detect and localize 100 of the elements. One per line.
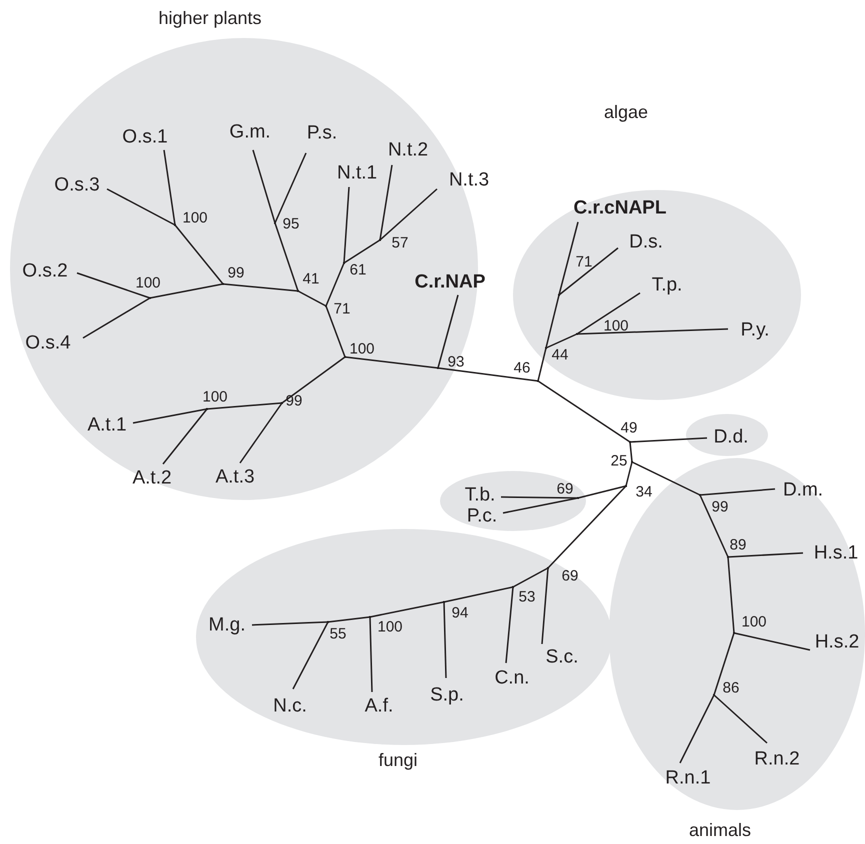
tree-branch — [578, 485, 626, 499]
taxon-label: A.t.1 — [87, 416, 127, 434]
taxon-label: A.t.3 — [215, 468, 255, 486]
bootstrap-value: 86 — [722, 680, 740, 696]
clade-label: algae — [604, 103, 648, 121]
taxon-label: P.s. — [306, 124, 338, 142]
taxon-label: D.s. — [629, 232, 663, 252]
bootstrap-value: 100 — [741, 614, 767, 630]
tree-branch — [222, 283, 298, 292]
bootstrap-value: 49 — [620, 420, 638, 436]
tree-branch — [679, 694, 715, 764]
tree-branch — [547, 485, 627, 569]
bootstrap-value: 71 — [576, 254, 592, 270]
bootstrap-value: 71 — [334, 302, 350, 316]
bootstrap-value: 100 — [377, 620, 403, 634]
taxon-label: N.t.2 — [388, 140, 428, 160]
bootstrap-value: 95 — [282, 216, 300, 232]
bootstrap-value: 100 — [603, 318, 629, 334]
bootstrap-value: 100 — [182, 210, 208, 226]
tree-branch — [558, 247, 618, 296]
tree-branch — [546, 333, 578, 349]
tree-branch — [82, 297, 150, 339]
tree-branch — [174, 224, 224, 284]
bootstrap-value: 44 — [552, 348, 568, 362]
tree-branch — [537, 348, 547, 382]
taxon-label: H.s.1 — [814, 544, 858, 562]
taxon-label: N.t.1 — [336, 164, 378, 182]
bootstrap-value: 25 — [610, 454, 628, 468]
tree-branch — [76, 272, 150, 299]
bootstrap-value: 99 — [286, 394, 302, 408]
tree-branch — [700, 488, 776, 496]
tree-branch — [438, 367, 538, 382]
clade-label: animals — [688, 821, 752, 839]
tree-branch — [629, 442, 633, 462]
tree-branch — [344, 356, 438, 369]
tree-branch — [576, 292, 640, 335]
tree-branch — [252, 150, 276, 224]
tree-branch — [239, 402, 283, 464]
bootstrap-value: 34 — [636, 484, 652, 500]
taxon-label: C.r.cNAPL — [574, 198, 666, 218]
bootstrap-value: 41 — [302, 272, 320, 286]
tree-branch — [325, 262, 345, 306]
taxon-label: P.c. — [466, 506, 498, 526]
tree-branch — [576, 328, 728, 335]
tree-branch — [370, 601, 444, 618]
taxon-label: R.n.1 — [665, 768, 711, 788]
tree-branch — [292, 622, 329, 690]
bootstrap-value: 69 — [562, 568, 578, 584]
clade-label: higher plants — [158, 9, 262, 27]
tree-branch — [545, 294, 560, 348]
taxon-label: C.n. — [494, 668, 530, 688]
taxon-label: G.m. — [229, 122, 271, 142]
taxon-label: O.s.2 — [22, 262, 68, 280]
bootstrap-value: 99 — [712, 500, 728, 514]
taxon-label: D.d. — [714, 428, 748, 446]
tree-branch — [379, 164, 393, 240]
tree-branch — [625, 462, 633, 486]
bootstrap-value: 94 — [452, 606, 468, 620]
tree-branch — [505, 586, 514, 664]
tree-branch — [630, 437, 708, 443]
bootstrap-value: 100 — [135, 276, 161, 290]
tree-branch — [252, 621, 328, 626]
tree-branch — [558, 222, 579, 296]
taxon-label: S.c. — [546, 648, 578, 666]
bootstrap-value: 53 — [518, 590, 536, 604]
tree-branch — [132, 408, 208, 424]
taxon-label: T.b. — [464, 486, 496, 504]
tree-branch — [298, 290, 326, 307]
tree-branch — [274, 222, 299, 292]
tree-branch — [502, 497, 578, 514]
tree-branch — [274, 152, 307, 224]
taxon-label: H.s.2 — [814, 632, 860, 652]
tree-branch — [500, 496, 578, 499]
clade-label: fungi — [378, 751, 418, 769]
taxon-label: S.p. — [430, 686, 464, 704]
tree-branch — [734, 632, 810, 651]
bootstrap-value: 100 — [349, 342, 375, 356]
bootstrap-value: 57 — [392, 236, 408, 250]
tree-branch — [282, 356, 346, 404]
tree-branch — [369, 616, 373, 692]
taxon-label: O.s.1 — [122, 128, 168, 146]
tree-branch — [541, 568, 549, 644]
tree-branch — [343, 186, 350, 264]
taxon-label: A.t.2 — [132, 468, 172, 488]
bootstrap-value: 55 — [330, 626, 346, 642]
tree-branch — [206, 402, 282, 410]
tree-branch — [714, 694, 768, 744]
tree-branch — [713, 632, 735, 696]
taxon-label: D.m. — [782, 480, 824, 500]
taxon-label: O.s.4 — [25, 334, 71, 352]
tree-branch — [437, 294, 459, 368]
bootstrap-value: 93 — [448, 354, 464, 370]
taxon-label: R.n.2 — [754, 750, 800, 768]
bootstrap-value: 69 — [556, 482, 574, 496]
taxon-label: T.p. — [652, 276, 682, 294]
tree-branch — [538, 380, 630, 443]
tree-branch — [344, 239, 380, 264]
taxon-label: P.y. — [740, 320, 770, 340]
tree-branch — [443, 602, 447, 678]
tree-branch — [444, 586, 514, 603]
